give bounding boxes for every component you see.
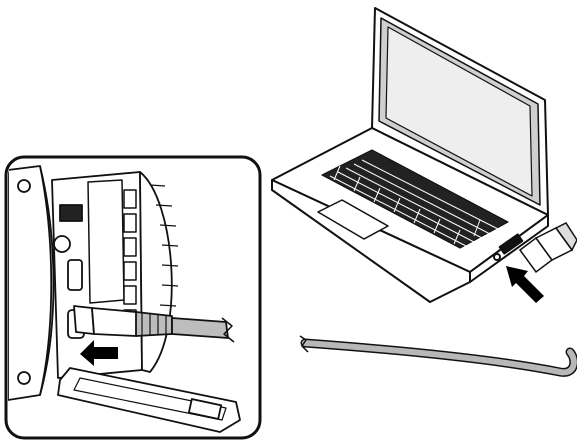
arrow-to-laptop-icon [506, 266, 544, 303]
mic-jack [54, 236, 70, 252]
camera-body [8, 166, 51, 400]
camera-inset [6, 157, 260, 438]
switch [60, 205, 82, 221]
laptop-audio-jack [494, 254, 500, 260]
usb-plug-camera [74, 306, 94, 334]
usb-cable-camera [172, 318, 228, 338]
hdmi-port [68, 260, 82, 290]
laptop [272, 8, 548, 302]
